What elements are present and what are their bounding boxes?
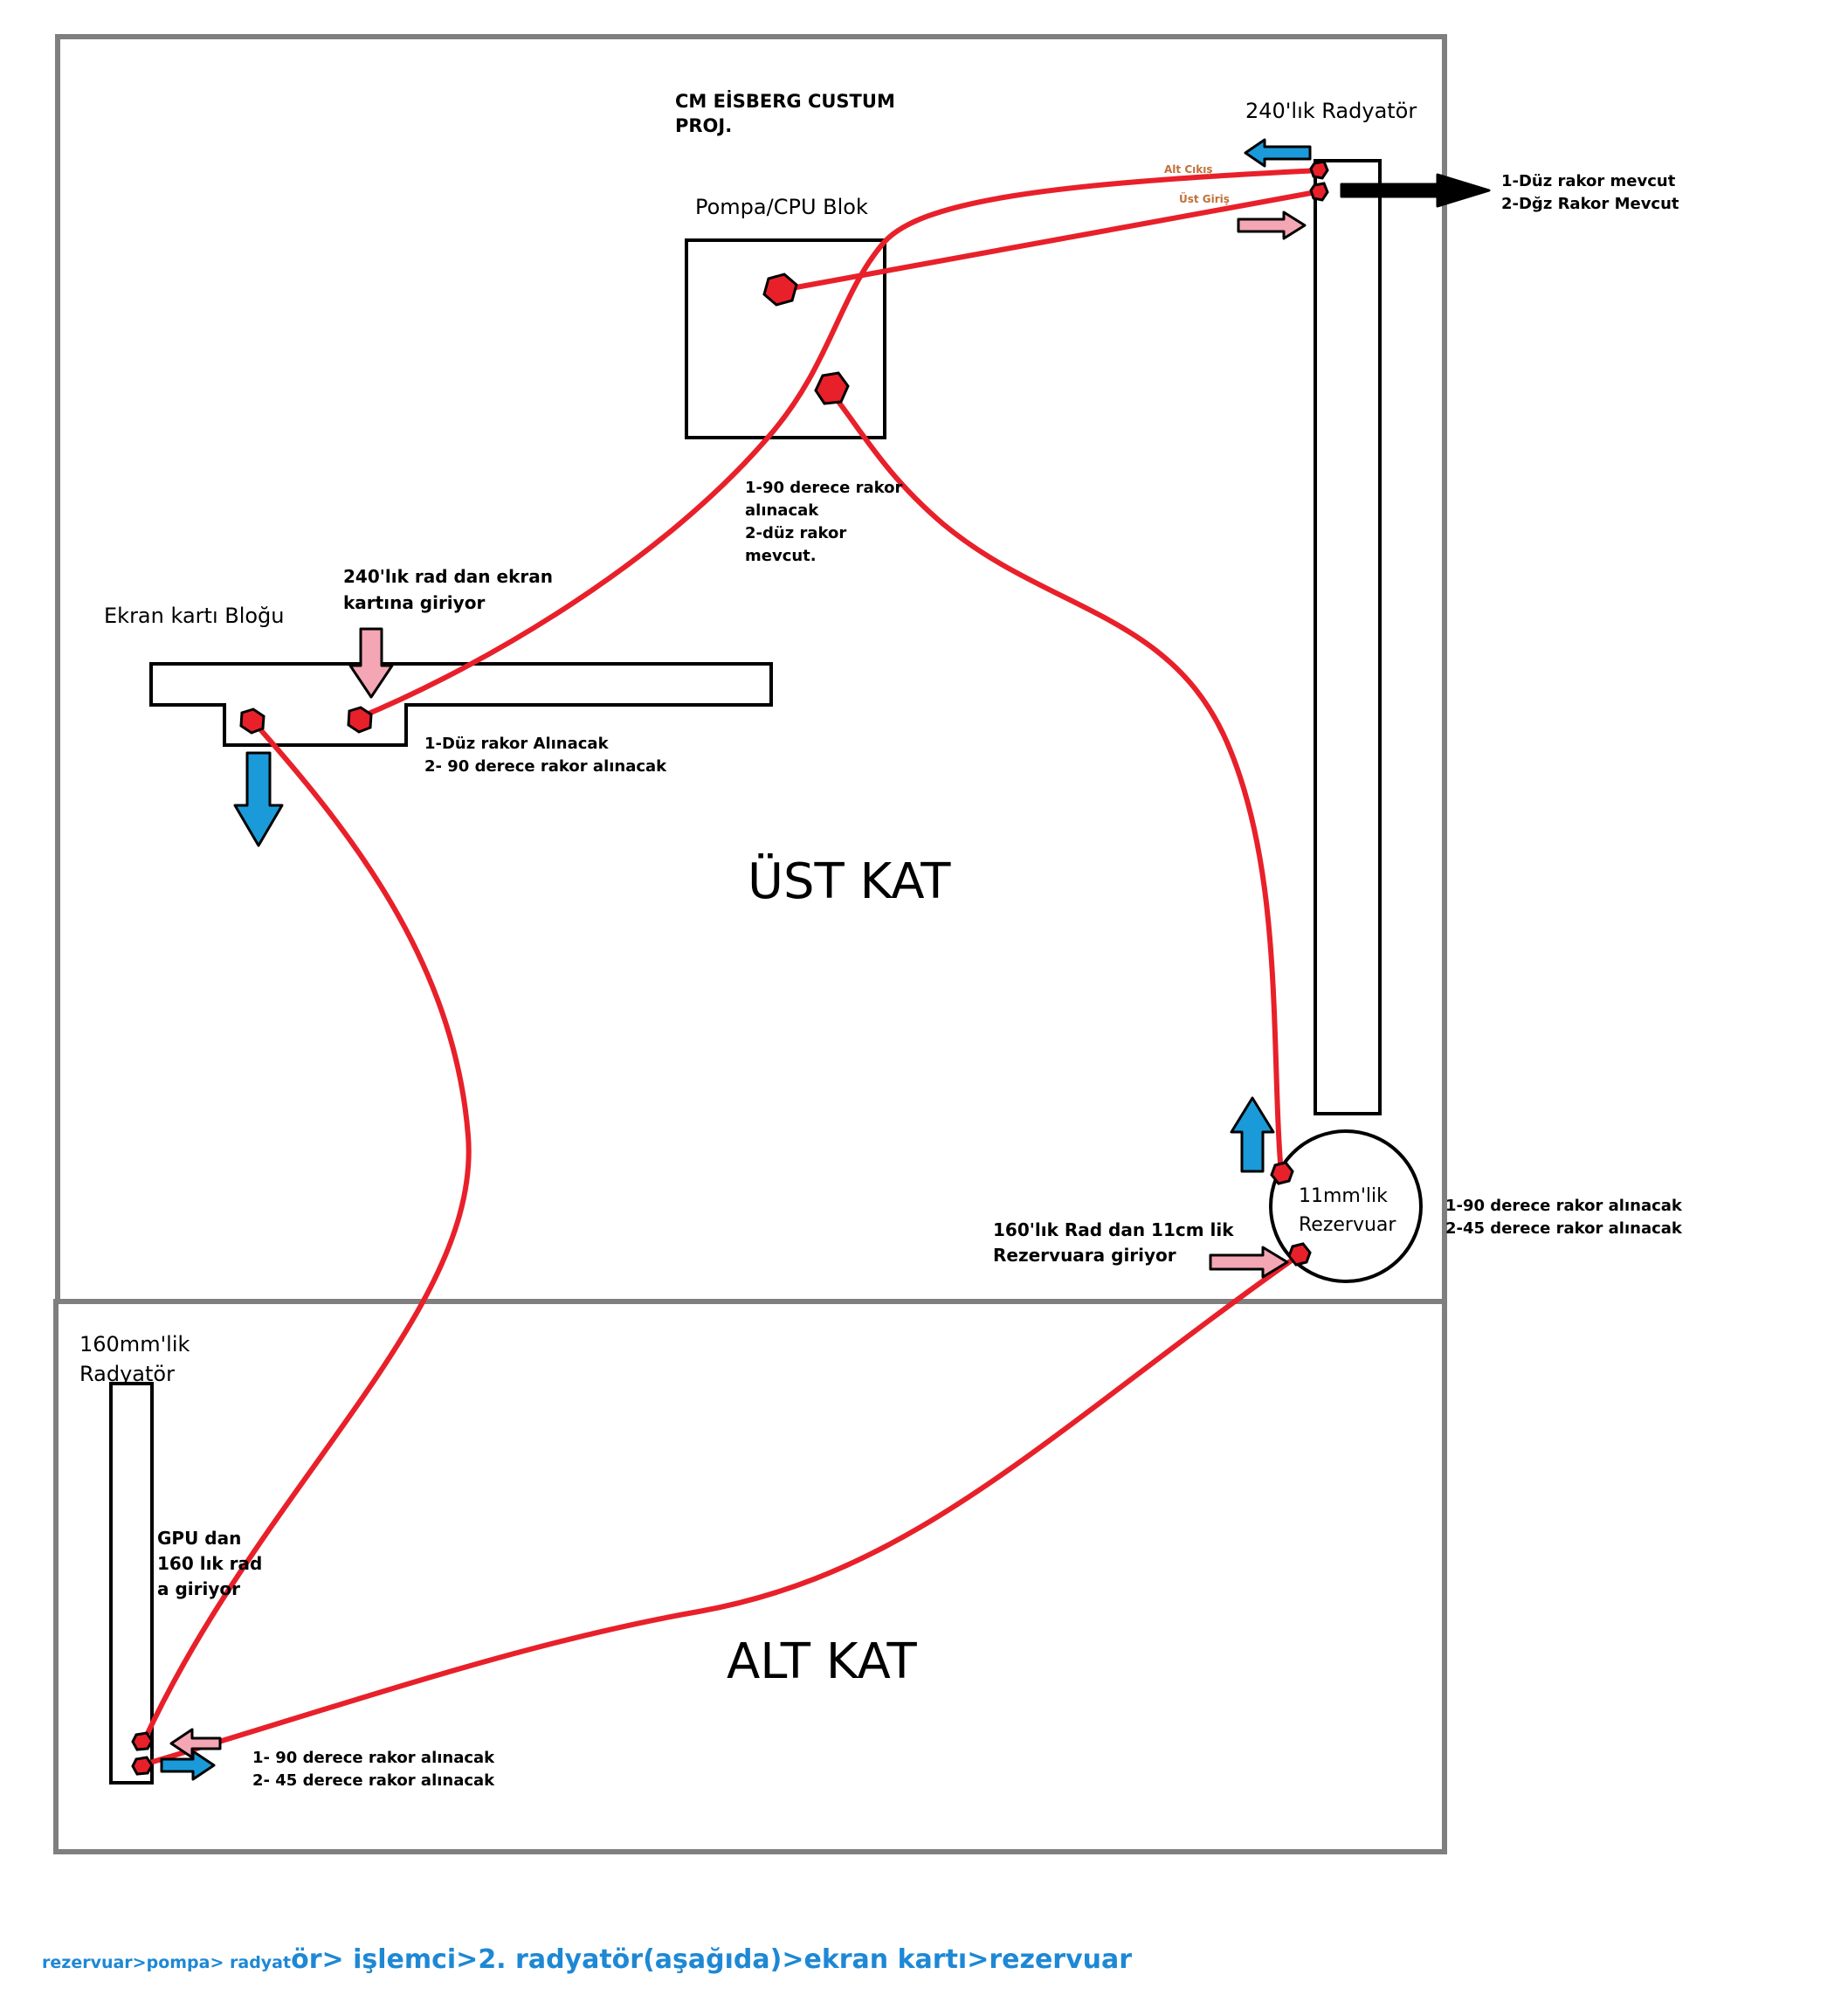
- note-radiator-160: 1- 90 derece rakor alınacak 2- 45 derece…: [252, 1749, 500, 1790]
- arrow-radiator-240-out: [1244, 138, 1312, 168]
- port-label-alt-cikis: Alt Cıkış: [1164, 163, 1212, 176]
- radiator-160: [109, 1382, 154, 1785]
- pump-label: Pompa/CPU Blok: [695, 195, 868, 219]
- flow-caption-large: ör> işlemci>2. radyatör(aşağıda)>ekran k…: [291, 1944, 1132, 1975]
- tubing: [141, 168, 1323, 1767]
- fitting-radiator-160-out: [131, 1756, 154, 1776]
- arrow-gpu-in: [348, 627, 394, 699]
- arrow-radiator-240-note: [1340, 173, 1491, 208]
- fitting-radiator-240-in: [1309, 182, 1329, 202]
- reservoir: [1269, 1129, 1423, 1283]
- tube-gpu-to-radiator-160: [141, 719, 472, 1743]
- radiator-240: [1314, 159, 1382, 1115]
- note-gpu-block: 1-Düz rakor Alınacak 2- 90 derece rakor …: [424, 735, 667, 776]
- lower-zone-label: ALT KAT: [727, 1633, 918, 1690]
- gpu-block-label: Ekran kartı Bloğu: [104, 604, 285, 628]
- arrow-radiator-160-in: [169, 1728, 222, 1759]
- tube-radiator-240-to-gpu: [355, 168, 1323, 721]
- fitting-radiator-160-in: [131, 1731, 154, 1751]
- fitting-radiator-240-out: [1309, 160, 1329, 180]
- port-label-ust-giris: Üst Giriş: [1179, 192, 1230, 205]
- fitting-reservoir-out: [1270, 1161, 1294, 1185]
- arrow-radiator-160-out: [160, 1750, 216, 1781]
- fitting-gpu-out: [239, 708, 265, 735]
- lower-compartment: [53, 1299, 1447, 1854]
- flow-caption: rezervuar>pompa> radyatör> işlemci>2. ra…: [42, 1944, 1132, 1975]
- case-frame: [53, 34, 1447, 1854]
- fitting-gpu-in: [347, 706, 373, 734]
- tube-radiator-160-to-reservoir: [141, 1251, 1304, 1767]
- fitting-pump-out: [762, 273, 798, 307]
- radiator-160-label: 160mm'lik Radyatör: [79, 1332, 197, 1386]
- note-gpu-entry: 240'lık rad dan ekran kartına giriyor: [343, 566, 559, 613]
- note-gpu-to-160: GPU dan 160 lık rad a giriyor: [157, 1528, 268, 1599]
- project-title: CM EİSBERG CUSTUM PROJ.: [675, 90, 901, 136]
- arrow-reservoir-in: [1209, 1246, 1289, 1279]
- note-reservoir: 1-90 derece rakor alınacak 2-45 derece r…: [1445, 1197, 1687, 1238]
- tube-reservoir-to-pump: [827, 388, 1284, 1177]
- flow-arrows: [160, 138, 1491, 1781]
- arrow-radiator-240-in: [1237, 211, 1307, 240]
- radiator-240-label: 240'lık Radyatör: [1245, 99, 1417, 123]
- reservoir-label: 11mm'lik Rezervuar: [1299, 1185, 1396, 1236]
- tube-pump-to-radiator-240: [779, 189, 1323, 293]
- pump-cpu-block: [685, 238, 886, 439]
- note-radiator-240: 1-Düz rakor mevcut 2-Dğz Rakor Mevcut: [1501, 172, 1681, 213]
- note-pump: 1-90 derece rakor alınacak 2-düz rakor m…: [745, 479, 908, 565]
- fittings: [131, 160, 1329, 1776]
- flow-caption-small: rezervuar>pompa> radyat: [42, 1953, 291, 1972]
- arrow-gpu-out: [233, 751, 284, 847]
- gpu-block: [149, 662, 773, 747]
- note-reservoir-entry: 160'lık Rad dan 11cm lik Rezervuara giri…: [993, 1219, 1240, 1266]
- fitting-reservoir-in: [1287, 1242, 1312, 1267]
- arrow-reservoir-out: [1230, 1096, 1275, 1173]
- fitting-pump-in: [814, 371, 850, 405]
- upper-zone-label: ÜST KAT: [748, 853, 951, 910]
